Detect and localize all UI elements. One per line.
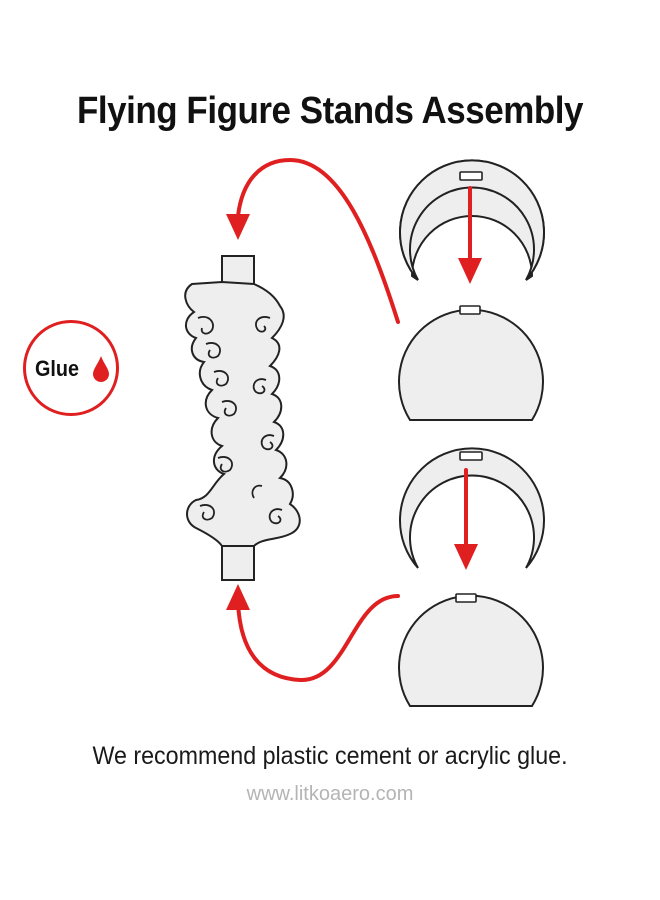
glue-drop-icon [93, 356, 109, 382]
caption: We recommend plastic cement or acrylic g… [92, 742, 568, 770]
page-title: Flying Figure Stands Assembly [77, 90, 583, 132]
cloud-column-body [184, 280, 301, 547]
base-upper-slot [459, 305, 481, 315]
website-url: www.litkoaero.com [246, 783, 414, 805]
base-upper [398, 305, 544, 421]
clip-upper [399, 159, 545, 281]
cloud-swirls [197, 316, 283, 525]
column-bottom-tab [221, 543, 255, 581]
arrow-lower-down-head [454, 544, 478, 570]
clip-lower-slot [459, 451, 483, 461]
glue-badge: Glue [23, 320, 119, 416]
base-lower-shape [398, 594, 544, 707]
base-lower-slot [455, 593, 477, 603]
arrow-upper-curve-line [236, 157, 400, 324]
glue-label: Glue [35, 356, 80, 381]
base-lower [398, 593, 544, 707]
cloud-column [184, 255, 301, 581]
arrow-upper-down-head [458, 258, 482, 284]
clip-upper-slot [459, 171, 483, 181]
arrow-upper-curve-head [226, 214, 250, 240]
arrow-lower-curve-head [226, 584, 250, 610]
arrow-lower-curve-line [236, 594, 400, 683]
clip-lower [399, 447, 545, 569]
base-upper-shape [398, 308, 544, 421]
clip-lower-shape [399, 447, 545, 569]
